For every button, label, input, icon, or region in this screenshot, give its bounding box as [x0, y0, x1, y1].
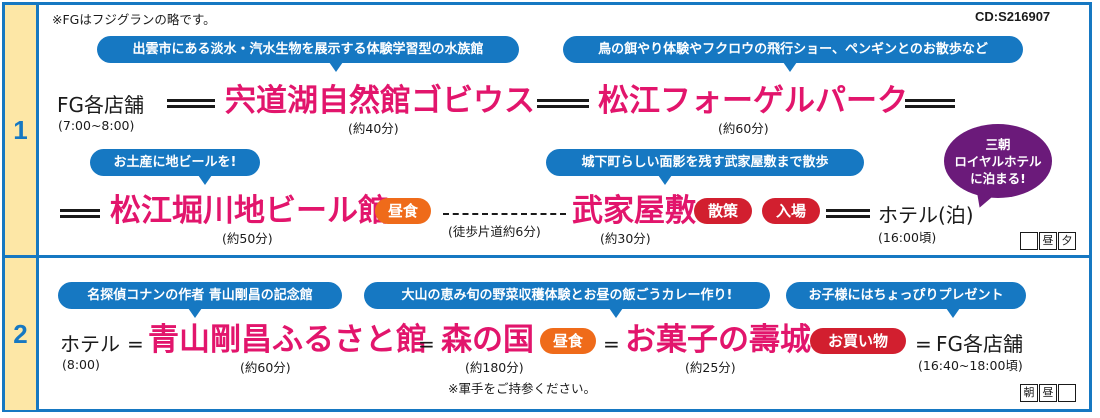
walk-connector [443, 213, 566, 215]
kotobuki-castle-duration: (約25分) [685, 360, 736, 375]
vogel-name: 松江フォーゲルパーク [598, 83, 908, 119]
bubble-beer: お土産に地ビールを! [90, 149, 260, 185]
day-2-meals: 朝 昼 [1020, 384, 1076, 402]
day-1-number: 1 [5, 5, 39, 255]
end-fg-stores: FG各店舗 [936, 332, 1024, 356]
dinner-slot: 夕 [1058, 232, 1076, 250]
breakfast-slot [1020, 232, 1038, 250]
beer-hall-name: 松江堀川地ビール館 [110, 193, 389, 229]
start-time: (7:00~8:00) [58, 118, 135, 133]
hotel-departure: ホテル [60, 332, 120, 356]
hotel-overnight: ホテル(泊) [878, 203, 974, 227]
hotel-departure-time: (8:00) [62, 357, 100, 372]
connector: = [127, 332, 144, 356]
connector [167, 99, 215, 108]
gobius-duration: (約40分) [348, 121, 399, 136]
breakfast-slot: 朝 [1020, 384, 1038, 402]
mori-no-kuni-duration: (約180分) [465, 360, 524, 375]
bubble-kotobuki: お子様にはちょっぴりプレゼント [786, 282, 1026, 318]
bubble-aoyama: 名探偵コナンの作者 青山剛昌の記念館 [58, 282, 342, 318]
start-fg-stores: FG各店舗 [57, 93, 145, 117]
hotel-arrival-time: (16:00頃) [878, 230, 937, 245]
mori-no-kuni-name: 森の国 [441, 322, 534, 358]
walk-duration: (徒歩片道約6分) [448, 224, 541, 239]
aoyama-museum-name: 青山剛昌ふるさと館 [148, 322, 427, 358]
aoyama-museum-duration: (約60分) [240, 360, 291, 375]
bubble-samurai: 城下町らしい面影を残す武家屋敷まで散歩 [546, 149, 864, 185]
lunch-tag: 昼食 [540, 328, 596, 354]
bubble-mori: 大山の恵み旬の野菜収穫体験とお昼の飯ごうカレー作り! [364, 282, 770, 318]
day-2-number: 2 [5, 258, 39, 410]
course-code: CD:S216907 [975, 9, 1051, 24]
admission-tag: 入場 [762, 198, 820, 224]
bubble-vogel: 鳥の餌やり体験やフクロウの飛行ショー、ペンギンとのお散歩など [563, 36, 1023, 72]
samurai-residence-name: 武家屋敷 [572, 193, 696, 229]
connector [905, 99, 955, 108]
day-divider [5, 255, 1089, 258]
end-time: (16:40~18:00頃) [918, 358, 1023, 373]
connector: = [418, 332, 435, 356]
connector [60, 209, 100, 218]
stroll-tag: 散策 [694, 198, 752, 224]
gloves-note: ※軍手をご持参ください。 [448, 381, 596, 396]
shopping-tag: お買い物 [810, 328, 906, 354]
connector: = [915, 332, 932, 356]
lunch-tag: 昼食 [375, 198, 431, 224]
lunch-slot: 昼 [1039, 384, 1057, 402]
gobius-name: 宍道湖自然館ゴビウス [225, 83, 535, 119]
itinerary-frame [2, 2, 1092, 412]
beer-hall-duration: (約50分) [222, 231, 273, 246]
lunch-slot: 昼 [1039, 232, 1057, 250]
connector [826, 209, 870, 218]
bubble-gobius: 出雲市にある淡水・汽水生物を展示する体験学習型の水族館 [97, 36, 519, 72]
hotel-stay-note: 三朝 ロイヤルホテル に泊まる! [944, 124, 1052, 198]
dinner-slot [1058, 384, 1076, 402]
day-1-meals: 昼 夕 [1020, 232, 1076, 250]
connector [537, 99, 589, 108]
fg-note: ※FGはフジグランの略です。 [52, 12, 216, 27]
kotobuki-castle-name: お菓子の壽城 [625, 322, 811, 358]
connector: = [603, 332, 620, 356]
vogel-duration: (約60分) [718, 121, 769, 136]
samurai-residence-duration: (約30分) [600, 231, 651, 246]
